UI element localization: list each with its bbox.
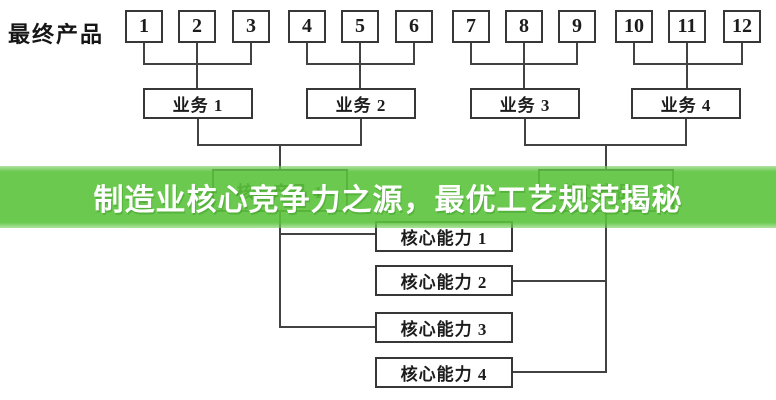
capability-box-2: 核心能力 2: [375, 265, 513, 296]
connector-line: [359, 43, 361, 64]
connector-line: [306, 43, 308, 64]
product-box-3: 3: [232, 10, 270, 43]
connector-line: [513, 371, 607, 373]
connector-line: [280, 233, 376, 235]
product-box-7: 7: [452, 10, 490, 43]
connector-line: [196, 63, 198, 89]
product-box-1: 1: [125, 10, 163, 43]
connector-line: [685, 119, 687, 145]
connector-line: [280, 326, 376, 328]
product-box-2: 2: [178, 10, 216, 43]
connector-line: [576, 43, 578, 64]
connector-line: [686, 63, 688, 89]
connector-line: [524, 119, 526, 145]
product-box-8: 8: [505, 10, 543, 43]
product-box-4: 4: [288, 10, 326, 43]
product-box-9: 9: [558, 10, 596, 43]
connector-line: [686, 43, 688, 64]
capability-box-4: 核心能力 4: [375, 357, 513, 388]
connector-line: [633, 43, 635, 64]
connector-line: [279, 211, 281, 328]
connector-line: [523, 63, 525, 89]
connector-line: [279, 144, 281, 170]
connector-line: [360, 119, 362, 145]
connector-line: [359, 63, 361, 89]
product-box-12: 12: [723, 10, 761, 43]
product-box-5: 5: [341, 10, 379, 43]
connector-line: [413, 43, 415, 64]
connector-line: [741, 43, 743, 64]
connector-line: [513, 280, 607, 282]
overlay-banner: 制造业核心竞争力之源，最优工艺规范揭秘: [0, 166, 776, 228]
product-box-10: 10: [615, 10, 653, 43]
banner-title: 制造业核心竞争力之源，最优工艺规范揭秘: [93, 183, 683, 218]
business-box-4: 业务 4: [631, 88, 741, 119]
connector-line: [143, 43, 145, 64]
business-box-2: 业务 2: [306, 88, 416, 119]
connector-line: [197, 119, 199, 145]
business-box-3: 业务 3: [470, 88, 580, 119]
product-box-6: 6: [395, 10, 433, 43]
connector-line: [605, 211, 607, 373]
business-box-1: 业务 1: [143, 88, 253, 119]
connector-line: [633, 63, 743, 65]
connector-line: [250, 43, 252, 64]
connector-line: [470, 43, 472, 64]
final-products-label: 最终产品: [8, 22, 105, 47]
capability-box-3: 核心能力 3: [375, 312, 513, 343]
connector-line: [523, 43, 525, 64]
product-box-11: 11: [668, 10, 706, 43]
connector-line: [196, 43, 198, 64]
connector-line: [605, 144, 607, 170]
